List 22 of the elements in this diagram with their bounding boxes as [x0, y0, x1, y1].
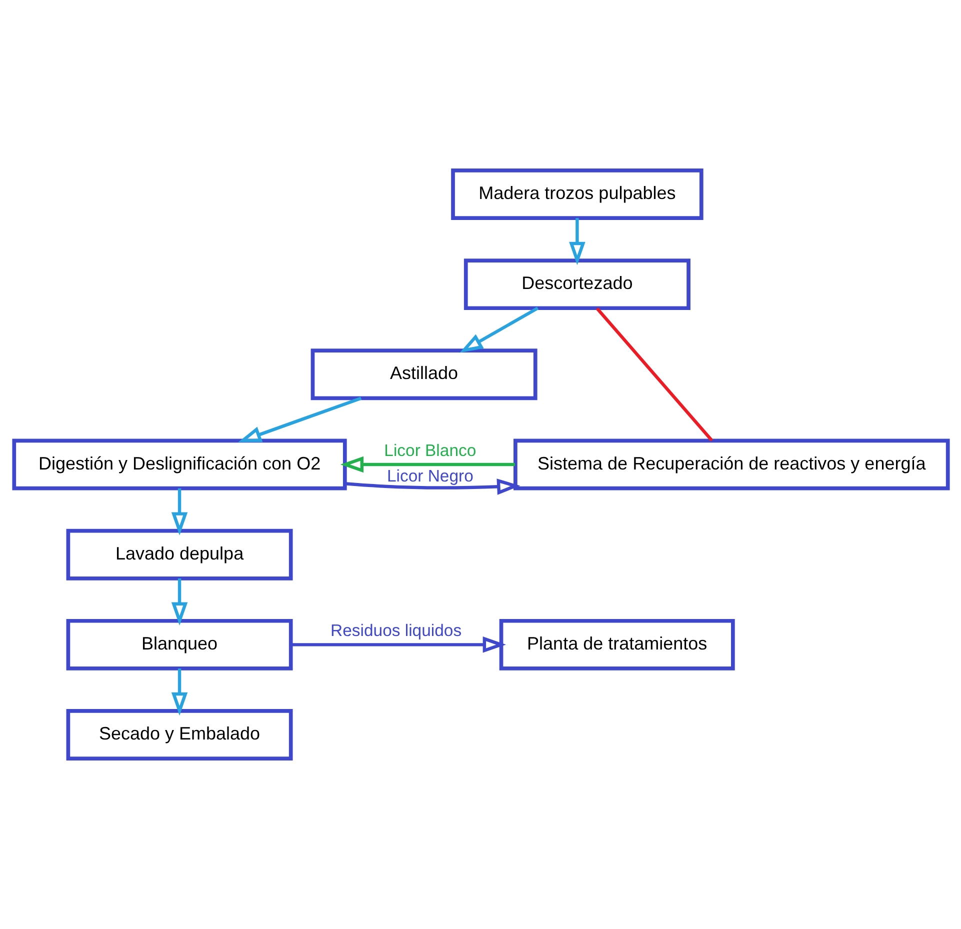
node-box: Blanqueo [66, 618, 292, 670]
node-box: Secado y Embalado [66, 709, 292, 760]
connector [595, 307, 713, 442]
edge-label: Residuos liquidos [330, 621, 462, 640]
arrow [170, 578, 188, 626]
edge-label: Licor Negro [386, 466, 473, 486]
node-box: Planta de tratamientos [498, 618, 734, 670]
arrow [290, 636, 506, 653]
node-box: Digestión y Deslignificación con O2 [12, 438, 346, 490]
node-box: Astillado [310, 348, 537, 400]
arrow [568, 218, 585, 266]
edge-label: Licor Blanco [384, 441, 476, 460]
arrow [170, 488, 188, 536]
node-box: Sistema de Recuperación de reactivos y energía [513, 438, 950, 490]
arrow [459, 306, 538, 353]
node-box: Madera trozos pulpables [450, 168, 703, 220]
node-box: Descortezado [463, 258, 690, 310]
arrow [238, 396, 362, 442]
arrow [340, 456, 514, 473]
arrow [344, 478, 520, 495]
node-box: Lavado depulpa [66, 528, 292, 580]
arrow [170, 668, 188, 716]
